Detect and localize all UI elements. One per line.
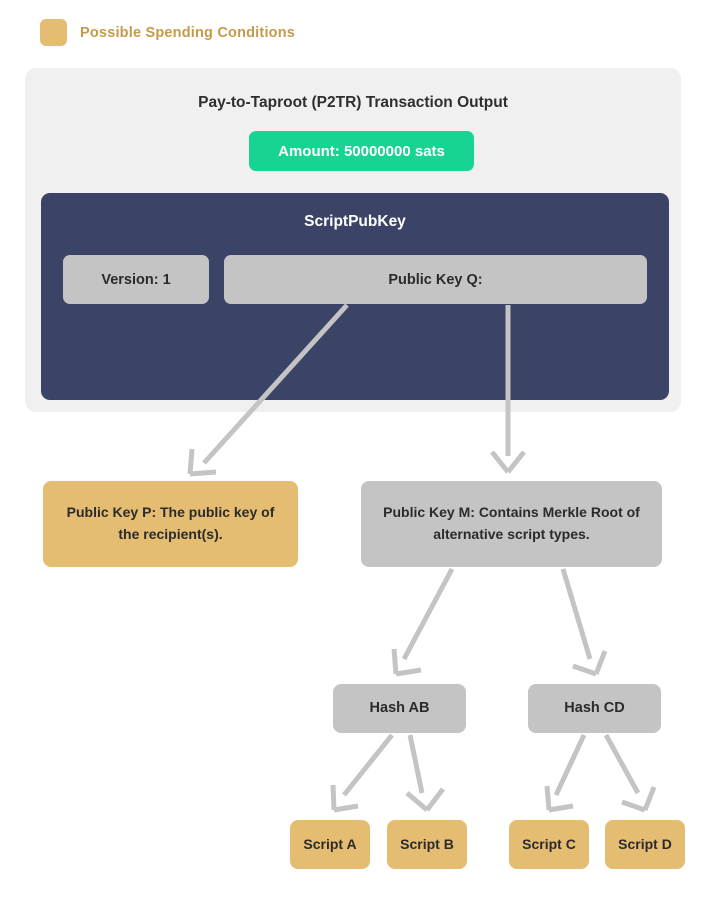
arrow-hash-ab-to-script-a — [330, 733, 394, 813]
amount-badge: Amount: 50000000 sats — [249, 131, 474, 171]
legend-swatch-icon — [40, 19, 67, 46]
arrow-hash-cd-to-script-d — [603, 733, 657, 813]
node-public-key-p: Public Key P: The public key of the reci… — [43, 481, 298, 567]
scriptpubkey-title: ScriptPubKey — [304, 213, 406, 230]
node-script-d: Script D — [605, 820, 685, 869]
scriptpubkey-field-version: Version: 1 — [63, 255, 209, 304]
arrow-hash-ab-to-script-b — [405, 734, 445, 812]
arrow-m-to-hash-cd — [560, 568, 608, 677]
node-script-c: Script C — [509, 820, 589, 869]
node-script-b: Script B — [387, 820, 467, 869]
node-hash-ab: Hash AB — [333, 684, 466, 733]
legend: Possible Spending Conditions — [40, 19, 295, 46]
arrow-m-to-hash-ab — [391, 567, 455, 677]
scriptpubkey-panel: ScriptPubKey Version: 1 Public Key Q: — [41, 193, 669, 400]
node-script-a: Script A — [290, 820, 370, 869]
card-title: Pay-to-Taproot (P2TR) Transaction Output — [198, 94, 508, 111]
arrow-hash-cd-to-script-c — [544, 733, 587, 813]
legend-label: Possible Spending Conditions — [80, 24, 296, 41]
node-hash-cd: Hash CD — [528, 684, 661, 733]
scriptpubkey-field-public-key-q: Public Key Q: — [224, 255, 647, 304]
node-public-key-m: Public Key M: Contains Merkle Root of al… — [361, 481, 662, 567]
